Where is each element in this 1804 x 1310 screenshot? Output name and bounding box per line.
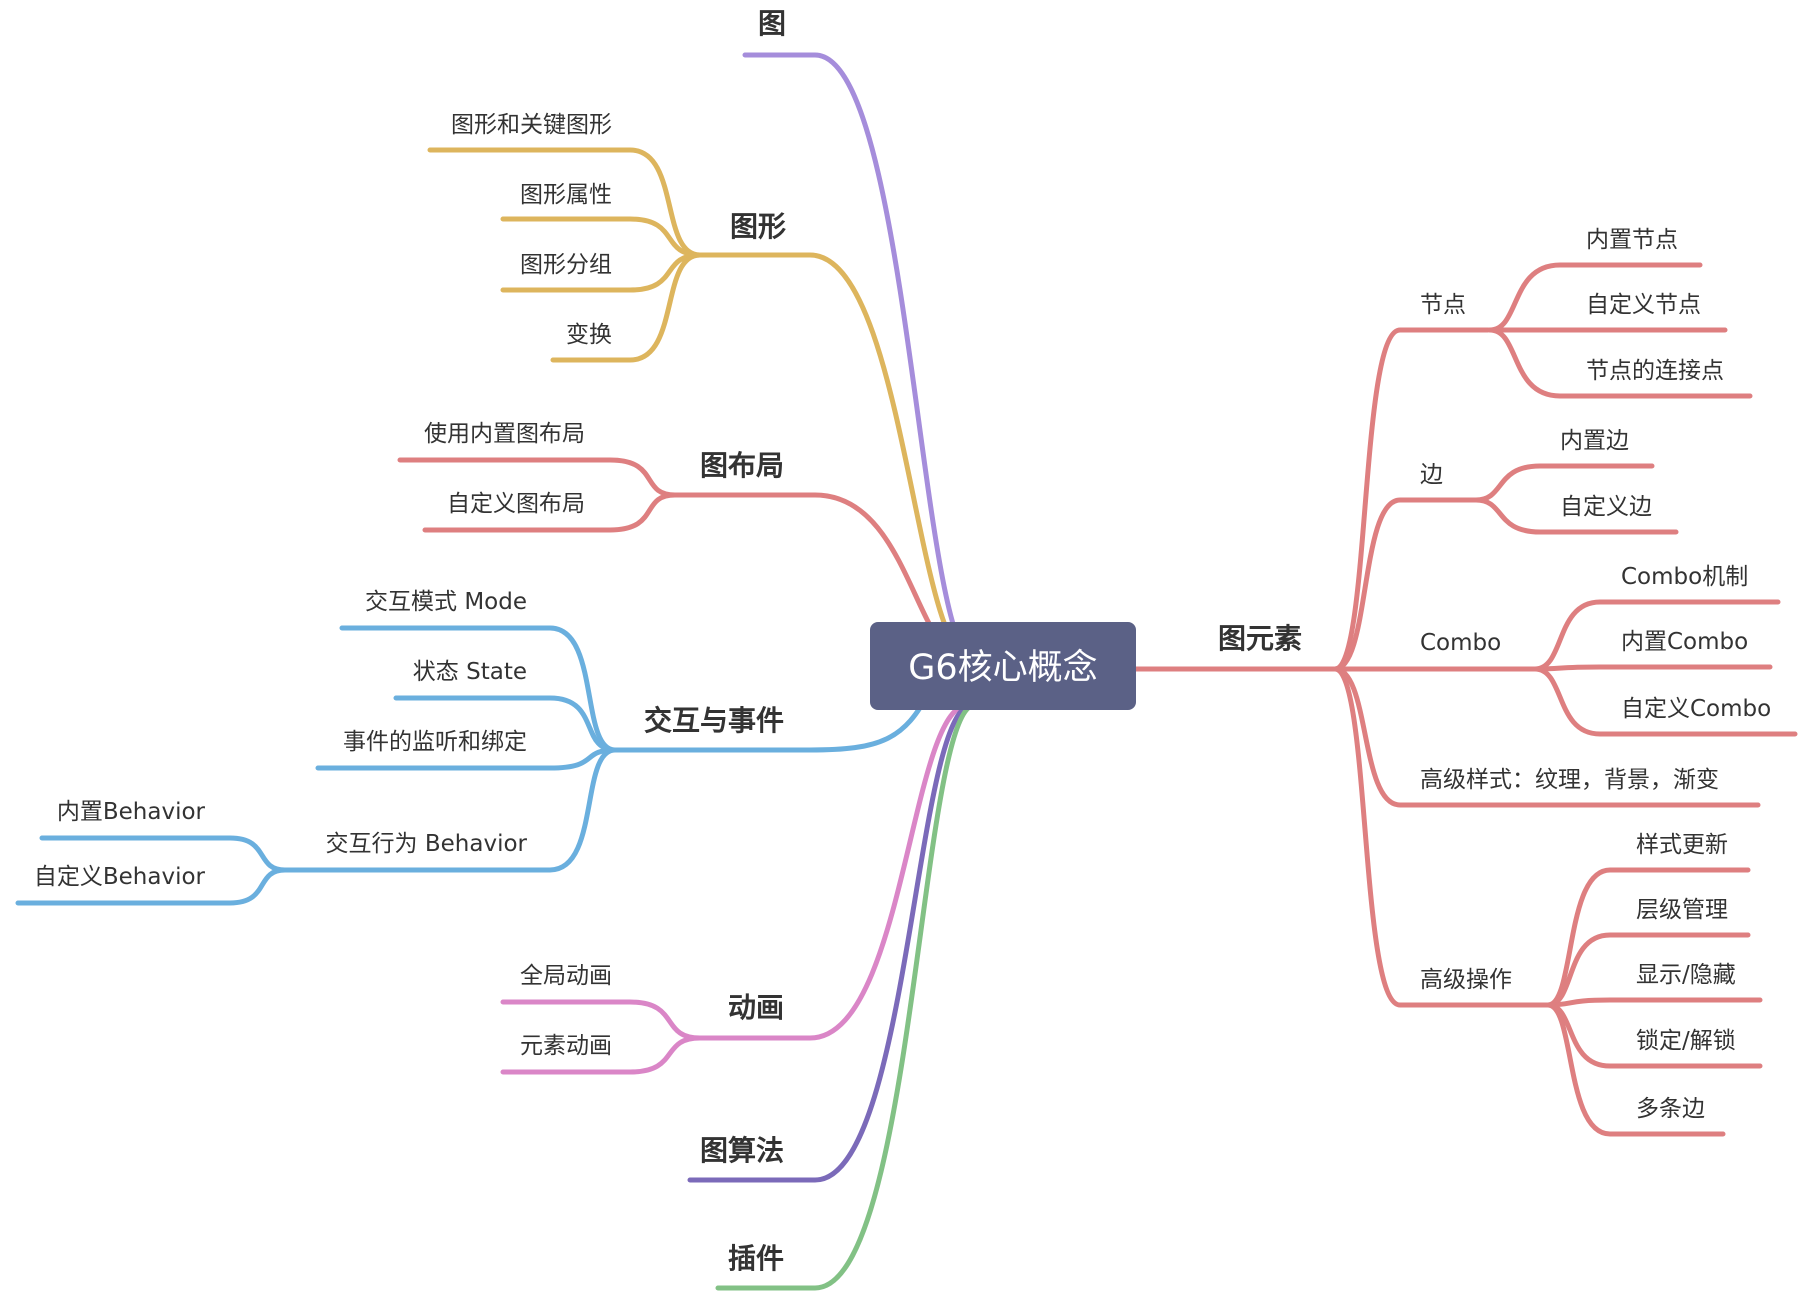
leaf-line-jiaohu-2: [393, 695, 618, 753]
topic-tubuju[interactable]: 图布局: [700, 449, 784, 482]
subtopic-tuxing-fenzu[interactable]: 图形分组: [520, 252, 612, 278]
subtopic-donghua-quanju[interactable]: 全局动画: [520, 963, 612, 989]
leaf-caozuo-suoding[interactable]: 锁定/解锁: [1636, 1028, 1736, 1054]
root-node-box: [870, 622, 1136, 710]
branch-line-tusuanfa: [687, 702, 975, 1183]
leaf-line-combo-2: [1532, 664, 1773, 672]
leaf-combo-zidingyi[interactable]: 自定义Combo: [1621, 696, 1771, 722]
leaf-line-jiaohu-3: [315, 747, 618, 771]
topic-tu[interactable]: 图: [758, 7, 786, 40]
branch-line-donghua: [687, 702, 971, 1041]
leaf-line-tuxing-4: [550, 252, 703, 363]
subtopic-tuxing-shuxing[interactable]: 图形属性: [520, 182, 612, 208]
leaf-line-tuxing-2: [500, 216, 703, 258]
leaf-line-jiaohu-4: [277, 747, 618, 873]
leaf-behavior-zidingyi[interactable]: 自定义Behavior: [34, 864, 206, 890]
topic-donghua[interactable]: 动画: [728, 991, 784, 1024]
topic-jiaohu[interactable]: 交互与事件: [644, 704, 784, 737]
leaf-line-behavior-2: [15, 867, 288, 906]
branch-line-tu: [742, 52, 978, 663]
topic-chajian[interactable]: 插件: [728, 1242, 784, 1275]
subtopic-gaojiyangshi[interactable]: 高级样式：纹理，背景，渐变: [1420, 767, 1719, 793]
leaf-line-behavior-1: [39, 835, 288, 873]
leaf-line-tuxing-1: [427, 147, 703, 258]
leaf-line-caozuo-2: [1545, 932, 1751, 1008]
leaf-combo-jizhi[interactable]: Combo机制: [1621, 564, 1748, 590]
subtopic-tuxing-guanjian[interactable]: 图形和关键图形: [451, 112, 612, 138]
leaf-jiedian-zidingyi[interactable]: 自定义节点: [1586, 292, 1701, 318]
leaf-line-tubuju-1: [397, 457, 678, 498]
leaf-caozuo-duotiao[interactable]: 多条边: [1636, 1096, 1705, 1122]
topic-tuyuansu[interactable]: 图元素: [1218, 622, 1302, 655]
leaf-line-jiaohu-1: [339, 625, 618, 753]
root-node[interactable]: G6核心概念: [870, 622, 1136, 710]
leaf-jiedian-lianjiedian[interactable]: 节点的连接点: [1586, 358, 1724, 384]
leaf-line-donghua-2: [500, 1035, 703, 1075]
subtopic-bian[interactable]: 边: [1420, 462, 1443, 488]
leaf-line-tubuju-2: [422, 492, 678, 533]
leaf-line-bian: [1332, 497, 1479, 672]
leaf-caozuo-xianshi[interactable]: 显示/隐藏: [1636, 962, 1736, 988]
leaf-line-combo-3: [1532, 666, 1798, 737]
leaf-combo-neizhi[interactable]: 内置Combo: [1621, 629, 1748, 655]
subtopic-tubuju-zidingyi[interactable]: 自定义图布局: [447, 491, 585, 517]
subtopic-jiaohu-event[interactable]: 事件的监听和绑定: [343, 729, 527, 755]
leaf-behavior-neizhi[interactable]: 内置Behavior: [57, 799, 206, 825]
topic-tusuanfa[interactable]: 图算法: [700, 1134, 784, 1167]
leaf-caozuo-cengji[interactable]: 层级管理: [1636, 897, 1728, 923]
subtopic-jiaohu-mode[interactable]: 交互模式 Mode: [365, 589, 527, 615]
leaf-line-caozuo-5: [1545, 1002, 1726, 1137]
topic-tuxing[interactable]: 图形: [730, 210, 786, 243]
leaf-line-jiedian-1: [1487, 262, 1703, 333]
subtopic-jiaohu-state[interactable]: 状态 State: [413, 659, 527, 685]
root-node-label: G6核心概念: [908, 648, 1097, 688]
subtopic-gaojicaozuo[interactable]: 高级操作: [1420, 967, 1512, 993]
leaf-line-jiedian-3: [1487, 327, 1753, 399]
leaf-line-bian-2: [1473, 497, 1679, 535]
subtopic-tubuju-neizhi[interactable]: 使用内置图布局: [424, 421, 585, 447]
subtopic-tuxing-bianhuan[interactable]: 变换: [566, 322, 612, 348]
branch-line-chajian: [715, 702, 978, 1291]
connectors: [15, 52, 1798, 1291]
leaf-line-gaojiyangshi: [1332, 666, 1761, 808]
subtopic-combo[interactable]: Combo: [1420, 630, 1501, 656]
leaf-line-gaojicaozuo: [1332, 666, 1551, 1008]
leaf-caozuo-gengxin[interactable]: 样式更新: [1636, 832, 1728, 858]
subtopic-jiaohu-behavior[interactable]: 交互行为 Behavior: [326, 831, 528, 857]
leaf-line-donghua-1: [500, 999, 703, 1041]
leaf-line-jiedian: [1332, 327, 1491, 672]
subtopic-donghua-yuansu[interactable]: 元素动画: [520, 1033, 612, 1059]
leaf-jiedian-neizhi[interactable]: 内置节点: [1586, 227, 1678, 253]
leaf-line-caozuo-3: [1545, 997, 1763, 1008]
leaf-bian-zidingyi[interactable]: 自定义边: [1560, 494, 1652, 520]
leaf-bian-neizhi[interactable]: 内置边: [1560, 428, 1629, 454]
subtopic-jiedian[interactable]: 节点: [1420, 292, 1466, 318]
leaf-line-combo-1: [1532, 599, 1781, 672]
leaf-line-bian-1: [1473, 463, 1655, 503]
